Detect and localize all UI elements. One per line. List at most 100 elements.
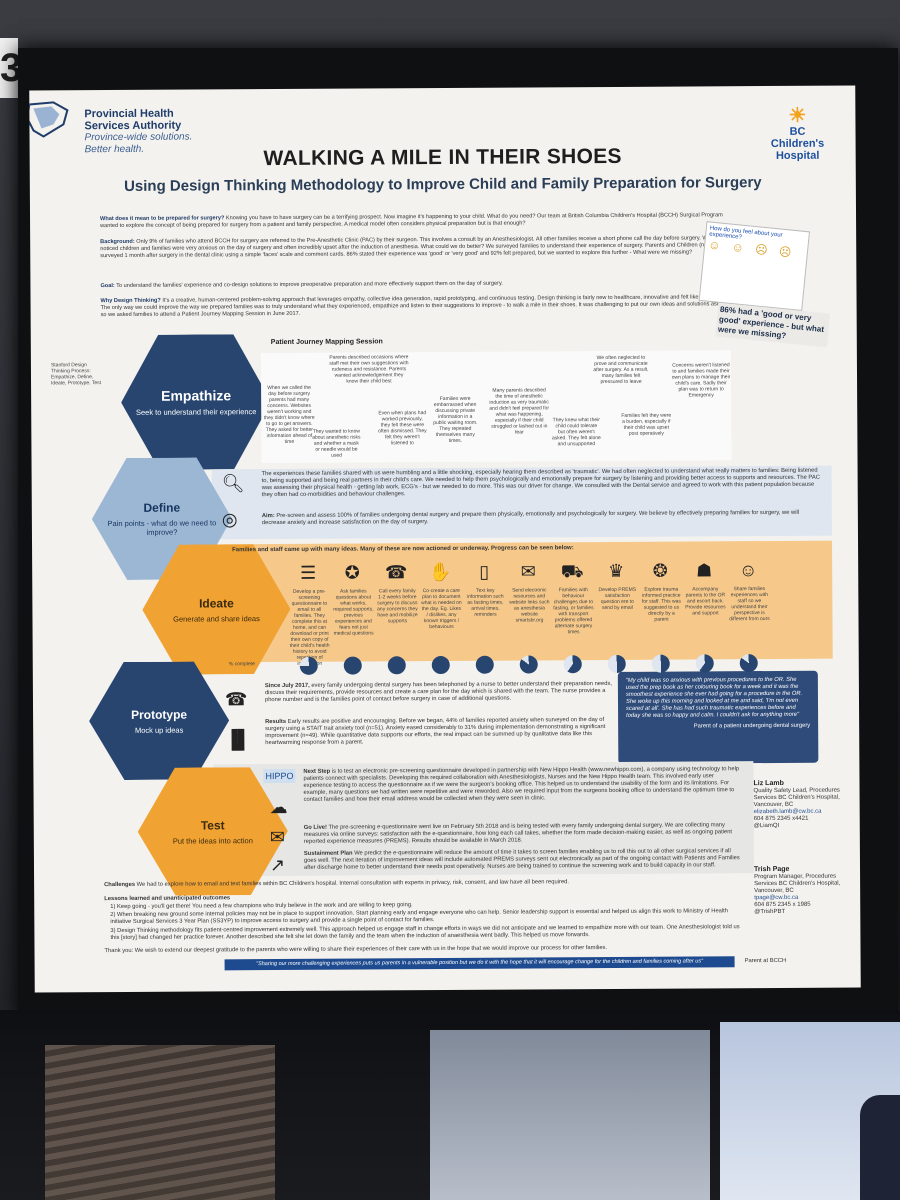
bc-map-logo-icon bbox=[29, 101, 69, 138]
define-text: The experiences these families shared wi… bbox=[261, 467, 820, 499]
stage-prototype: Prototype Mock up ideas bbox=[89, 661, 230, 780]
idea-text: Call every family 1-2 weeks before surge… bbox=[377, 588, 418, 625]
callout-86-percent: 86% had a 'good or very good' experience… bbox=[715, 302, 831, 348]
progress-pie bbox=[343, 656, 362, 675]
journey-note: We often neglected to prove and communic… bbox=[593, 354, 649, 386]
poster-title: WALKING A MILE IN THEIR SHOES bbox=[263, 144, 622, 171]
stage-subtitle: Put the ideas into action bbox=[172, 835, 253, 846]
stage-subtitle: Mock up ideas bbox=[134, 725, 184, 735]
stanford-note: Stanford Design Thinking Process: Empath… bbox=[50, 362, 102, 387]
stage-title: Prototype bbox=[131, 707, 188, 722]
journey-note: Many parents described the time of anest… bbox=[489, 387, 550, 436]
contact-role: Program Manager, Procedures Services BC … bbox=[754, 873, 841, 895]
progress-pie bbox=[607, 654, 626, 674]
progress-pie bbox=[739, 654, 758, 673]
label: Results bbox=[265, 718, 287, 726]
progress-label: % complete bbox=[228, 661, 255, 668]
stage-subtitle: Seek to understand their experience bbox=[135, 407, 257, 417]
progress-pie bbox=[695, 654, 714, 673]
idea-text: Develop PREMS satisfaction question ere … bbox=[598, 586, 637, 612]
test-next-step: Next Step is to test an electronic pre-s… bbox=[303, 766, 743, 804]
intro-background: Background: Only 9% of families who atte… bbox=[100, 235, 740, 260]
journey-note: Even when plans had worked previously, t… bbox=[378, 410, 427, 447]
car-icon: ⛟ bbox=[560, 561, 584, 582]
quote-text: "My child was so anxious with previous p… bbox=[625, 676, 803, 719]
label: Sustainment Plan bbox=[303, 850, 353, 857]
stage-title: Define bbox=[143, 500, 181, 515]
journey-note: Concerns weren't listened to and familie… bbox=[671, 362, 731, 399]
intro-label: Background: bbox=[100, 238, 135, 246]
lesson-2: 2) When breaking new ground some interna… bbox=[110, 908, 729, 926]
idea-text: Accompany parents to the OR and escort b… bbox=[685, 586, 726, 617]
stage-subtitle: Generate and share ideas bbox=[173, 613, 260, 624]
stage-title: Empathize bbox=[161, 387, 232, 404]
email-icon: ✉ bbox=[269, 826, 285, 848]
journey-note: Families were embarrassed when discussin… bbox=[433, 395, 478, 444]
idea-text: Explore trauma informed practice for sta… bbox=[641, 586, 681, 623]
quote-attribution: Parent of a patient undergoing dental su… bbox=[693, 722, 811, 730]
feedback-card: How do you feel about your experience? ☺… bbox=[698, 221, 811, 312]
test-go-live: Go Live! The pre-screening e-questionnai… bbox=[304, 822, 744, 846]
progress-pie bbox=[299, 656, 318, 675]
poster: Provincial Health Services Authority Pro… bbox=[29, 85, 861, 993]
stage-title: Ideate bbox=[198, 595, 234, 611]
journey-note: They knew what their child could tolerat… bbox=[551, 417, 601, 448]
cloud-upload-icon: ☁ bbox=[269, 796, 288, 818]
journey-note: Parents described occasions where staff … bbox=[329, 354, 409, 385]
aim-body: Pre-screen and assess 100% of families u… bbox=[261, 509, 800, 527]
label: Next Step bbox=[303, 768, 331, 775]
label: Go Live! bbox=[303, 824, 327, 831]
banner-attribution: Parent at BCCH bbox=[744, 957, 787, 965]
intro-what: What does it mean to be prepared for sur… bbox=[100, 212, 740, 230]
stage-subtitle: Pain points - what do we need to improve… bbox=[107, 518, 217, 537]
poster-subtitle: Using Design Thinking Methodology to Imp… bbox=[124, 174, 762, 195]
progress-pie bbox=[563, 655, 582, 674]
label: Challenges bbox=[104, 881, 136, 889]
bar-chart-icon: ▐▌ bbox=[225, 729, 251, 750]
org-name-line-1: Provincial Health bbox=[84, 107, 174, 121]
progress-pie bbox=[431, 655, 450, 675]
target-icon: ◎ bbox=[221, 509, 238, 530]
body: We had to explore how to email and text … bbox=[136, 879, 570, 888]
org-name-line-2: Services Authority bbox=[84, 119, 182, 133]
progress-pie bbox=[387, 656, 406, 675]
prototype-text-1: Since July 2017, every family undergoing… bbox=[265, 681, 615, 704]
mobile-phone-icon: ▯ bbox=[479, 561, 490, 582]
test-sustainment: Sustainment Plan We predict the e-questi… bbox=[304, 848, 744, 872]
contact-twitter[interactable]: @TrishPBT bbox=[754, 908, 786, 916]
body: every family undergoing dental surgery h… bbox=[264, 680, 613, 704]
sun-icon: ☀ bbox=[788, 104, 807, 127]
parent-quote: "My child was so anxious with previous p… bbox=[617, 670, 819, 764]
contact-name: Trish Page bbox=[754, 865, 790, 874]
intro-why: Why Design Thinking? It's a creative, hu… bbox=[101, 294, 781, 319]
email-icon: ✉ bbox=[520, 561, 536, 582]
intro-label: Why Design Thinking? bbox=[100, 297, 161, 305]
intro-label: Goal: bbox=[100, 283, 115, 290]
body: Early results are positive and encouragi… bbox=[265, 717, 606, 747]
family-icon: ☗ bbox=[696, 560, 713, 581]
board-number-tag: 3 bbox=[0, 38, 18, 98]
body: is to test an electronic pre-screening q… bbox=[303, 766, 740, 803]
new-hippo-logo-icon: HIPPO bbox=[263, 768, 296, 784]
journey-title: Patient Journey Mapping Session bbox=[270, 338, 383, 347]
idea-text: Text key information such as fasting tim… bbox=[466, 587, 504, 618]
idea-text: Ask families questions about what works,… bbox=[333, 588, 374, 637]
floor-carpet bbox=[45, 1045, 275, 1200]
thanks: Thank you: We wish to extend our deepest… bbox=[104, 945, 608, 955]
progress-pie bbox=[651, 654, 670, 673]
brain-icon: ❂ bbox=[652, 560, 668, 581]
prototype-text-2: Results Early results are positive and e… bbox=[265, 717, 615, 747]
intro-text: To understand the families' experience a… bbox=[116, 280, 503, 290]
journey-note: Families felt they were a burden, especi… bbox=[621, 412, 672, 437]
bcch-line-1: BC bbox=[789, 125, 806, 138]
telephone-icon: ☎ bbox=[224, 689, 248, 710]
stage-empathize: Empathize Seek to understand their exper… bbox=[121, 334, 272, 470]
phone-icon: ☎ bbox=[384, 562, 408, 583]
org-tagline-line-1: Province-wide solutions. bbox=[84, 131, 193, 144]
closing-banner: "Sharing our more challenging experience… bbox=[224, 956, 735, 971]
contact-twitter[interactable]: @LiamQI bbox=[753, 822, 780, 830]
label: Since July 2017, bbox=[264, 682, 310, 690]
body: We predict the e-questionnaire will redu… bbox=[303, 848, 740, 871]
contact-name: Liz Lamb bbox=[753, 779, 784, 788]
aim-label: Aim: bbox=[261, 513, 275, 520]
